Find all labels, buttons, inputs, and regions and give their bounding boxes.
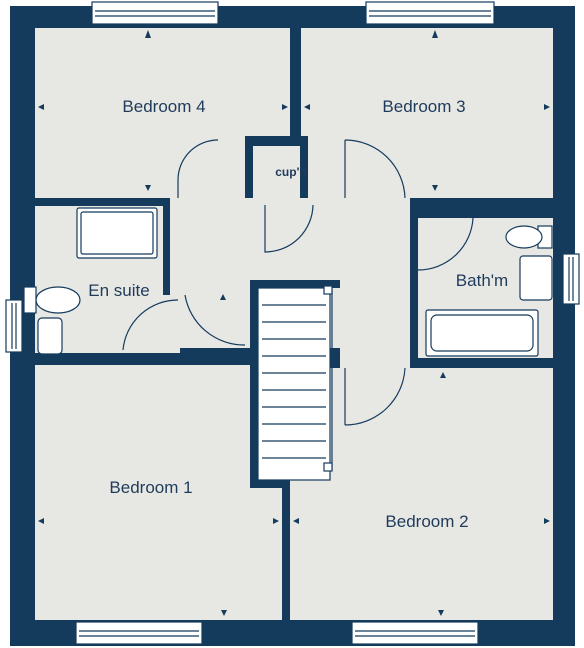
door-bathroom bbox=[417, 217, 474, 271]
ensuite-wc-cistern bbox=[23, 286, 37, 314]
label-cupboard: cup'd bbox=[275, 165, 307, 179]
wall-bath-left bbox=[410, 198, 418, 358]
wall-cupboard-top bbox=[245, 136, 305, 146]
bedroom2-floor bbox=[290, 368, 553, 620]
wall-ensuite-right bbox=[163, 205, 170, 295]
newel-post bbox=[323, 285, 333, 295]
window-bedroom2 bbox=[351, 621, 479, 645]
door-ensuite bbox=[122, 299, 179, 351]
door-landing bbox=[184, 294, 246, 346]
landing-upper-left bbox=[170, 136, 245, 206]
ensuite-basin bbox=[37, 317, 63, 355]
bath-wc bbox=[505, 225, 543, 249]
door-cupboard bbox=[264, 204, 314, 253]
wall-ensuite-bottom bbox=[35, 353, 183, 365]
wall-stair-bottom bbox=[250, 480, 290, 488]
wall-stair-top bbox=[250, 280, 340, 288]
wall-stair-left bbox=[250, 280, 258, 485]
door-bedroom4 bbox=[177, 139, 219, 198]
landing-upper-right bbox=[305, 136, 410, 206]
window-bedroom1 bbox=[75, 621, 203, 645]
door-bedroom2 bbox=[344, 367, 406, 426]
label-bedroom3: Bedroom 3 bbox=[382, 97, 465, 116]
window-bedroom4 bbox=[91, 1, 219, 25]
door-bedroom3 bbox=[344, 139, 406, 199]
wall-cupboard-left bbox=[245, 136, 253, 198]
wall-bed1-bed2 bbox=[282, 480, 290, 620]
window-bathroom bbox=[562, 253, 580, 305]
ensuite-wc bbox=[35, 286, 81, 314]
label-bedroom1: Bedroom 1 bbox=[109, 478, 192, 497]
window-ensuite bbox=[5, 299, 23, 353]
window-bedroom3 bbox=[365, 1, 495, 25]
cupboard-floor bbox=[250, 146, 300, 198]
label-bedroom4: Bedroom 4 bbox=[122, 97, 205, 116]
wall-bed3-bottom bbox=[410, 198, 553, 206]
wall-bed4-bottom bbox=[35, 198, 170, 206]
label-bathroom: Bath'm bbox=[456, 271, 508, 290]
wall-bath-bottom bbox=[410, 358, 553, 368]
bedroom1-floor bbox=[35, 365, 282, 620]
bath-basin bbox=[519, 255, 553, 301]
label-ensuite: En suite bbox=[88, 281, 149, 300]
wall-bed4-bed3 bbox=[290, 28, 301, 133]
label-bedroom2: Bedroom 2 bbox=[385, 512, 468, 531]
wall-cupboard-right bbox=[300, 136, 308, 198]
staircase bbox=[257, 287, 331, 481]
newel-post bbox=[323, 462, 333, 472]
